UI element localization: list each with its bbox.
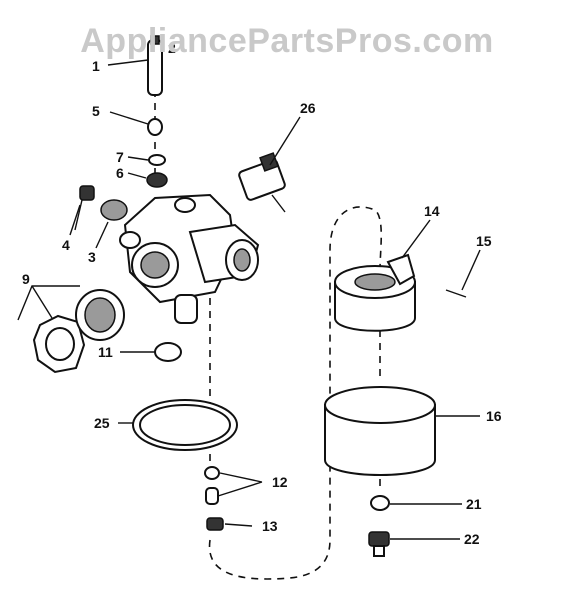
callout-15: 15 <box>476 233 492 249</box>
part-washer-6 <box>146 172 168 188</box>
part-bowl-nut <box>368 531 390 557</box>
part-hinge-pin <box>445 289 467 298</box>
part-washer-7 <box>148 154 166 166</box>
callout-22: 22 <box>464 531 480 547</box>
part-bowl-washer <box>370 495 390 511</box>
callout-12: 12 <box>272 474 288 490</box>
callout-7: 7 <box>116 149 124 165</box>
part-float <box>334 253 416 332</box>
part-disc <box>100 199 128 221</box>
callout-26: 26 <box>300 100 316 116</box>
part-throttle-shaft <box>147 35 163 96</box>
part-ring <box>147 118 163 136</box>
part-needle <box>204 466 220 505</box>
callout-3: 3 <box>88 249 96 265</box>
part-carburetor-body <box>119 193 260 324</box>
callout-4: 4 <box>62 237 70 253</box>
callout-6: 6 <box>116 165 124 181</box>
callout-16: 16 <box>486 408 502 424</box>
part-plug <box>154 342 182 362</box>
callout-9: 9 <box>22 271 30 287</box>
callout-13: 13 <box>262 518 278 534</box>
part-screw <box>74 185 95 231</box>
callout-14: 14 <box>424 203 440 219</box>
part-float-bowl <box>324 386 436 476</box>
callout-2: 2 <box>168 40 176 56</box>
assembly-line-left <box>208 206 383 580</box>
watermark: AppliancePartsPros.com <box>80 22 494 60</box>
part-air-filter <box>32 289 125 374</box>
part-seat <box>206 517 224 531</box>
part-primer-bulb <box>238 152 286 213</box>
callout-11: 11 <box>98 344 113 360</box>
callout-5: 5 <box>92 103 100 119</box>
callout-25: 25 <box>94 415 110 431</box>
part-gasket <box>132 399 238 451</box>
callout-1: 1 <box>92 58 100 74</box>
callout-21: 21 <box>466 496 482 512</box>
